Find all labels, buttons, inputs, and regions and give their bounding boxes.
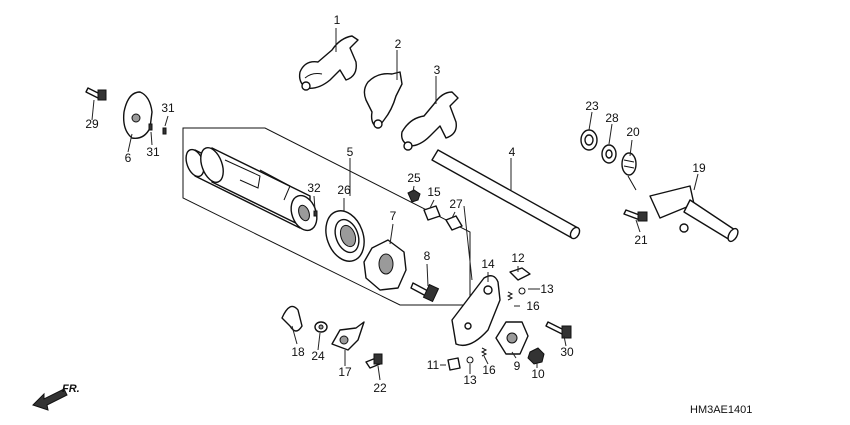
spring-16a <box>506 291 514 301</box>
callout-7: 7 <box>390 209 397 223</box>
pin-31b <box>148 123 153 131</box>
callout-19: 19 <box>692 161 706 175</box>
callout-27: 27 <box>449 197 463 211</box>
leader-lines <box>91 28 699 381</box>
callout-22: 22 <box>373 381 387 395</box>
oil-seal-23 <box>580 129 598 151</box>
spring-16b <box>480 347 488 357</box>
shift-fork-1 <box>298 35 359 91</box>
callout-20: 20 <box>626 125 640 139</box>
callout-16b: 16 <box>482 363 496 377</box>
bolt-8 <box>410 282 440 303</box>
washer-28 <box>601 144 617 164</box>
bolt-21 <box>623 209 648 222</box>
shift-fork-3 <box>400 91 459 151</box>
callout-9: 9 <box>514 359 521 373</box>
spring-20 <box>621 152 637 191</box>
drum-center-7 <box>363 239 407 291</box>
callout-labels: 1 2 3 4 5 6 7 8 9 10 11 12 13 13 14 15 1… <box>85 13 706 395</box>
clip-13a <box>518 287 526 295</box>
callout-23: 23 <box>585 99 599 113</box>
arm-17 <box>331 321 365 351</box>
washer-11 <box>447 357 461 371</box>
callout-28: 28 <box>605 111 619 125</box>
callout-18: 18 <box>291 345 305 359</box>
callout-6: 6 <box>125 151 132 165</box>
fork-shaft-4 <box>431 149 581 240</box>
callout-31b: 31 <box>146 145 160 159</box>
dowel-27 <box>445 215 463 231</box>
shift-plate-6 <box>122 91 153 139</box>
callout-17: 17 <box>338 365 352 379</box>
bolt-29 <box>85 87 107 101</box>
callout-30: 30 <box>560 345 574 359</box>
callout-11: 11 <box>427 358 440 372</box>
callout-26: 26 <box>337 183 351 197</box>
callout-31a: 31 <box>161 101 175 115</box>
bolt-22 <box>365 353 383 369</box>
shift-fork-2 <box>363 71 403 129</box>
callout-5: 5 <box>347 145 354 159</box>
shift-spindle-19 <box>649 185 739 243</box>
callout-29: 29 <box>85 117 99 131</box>
callout-25: 25 <box>407 171 421 185</box>
bolt-30 <box>545 321 572 339</box>
diagram-code: HM3AE1401 <box>690 404 752 416</box>
callout-4: 4 <box>509 145 516 159</box>
callout-32: 32 <box>307 181 321 195</box>
pin-32 <box>313 210 318 217</box>
callout-24: 24 <box>311 349 325 363</box>
callout-2: 2 <box>395 37 402 51</box>
callout-1: 1 <box>334 13 341 27</box>
nut-25 <box>407 189 421 203</box>
callout-21: 21 <box>634 233 648 247</box>
callout-13b: 13 <box>463 373 477 387</box>
bearing-26 <box>325 210 365 262</box>
front-arrow-icon <box>32 388 68 411</box>
pin-31a <box>162 127 167 135</box>
stopper-arm-9 <box>495 321 529 355</box>
callout-8: 8 <box>424 249 431 263</box>
collar-12 <box>509 267 531 281</box>
washer-24 <box>314 321 328 333</box>
clip-13b <box>466 356 474 364</box>
callout-14: 14 <box>481 257 495 271</box>
front-label: FR. <box>62 383 80 395</box>
callout-3: 3 <box>434 63 441 77</box>
callout-15: 15 <box>427 185 441 199</box>
dowel-15 <box>423 205 441 221</box>
callout-13a: 13 <box>540 282 554 296</box>
callout-10: 10 <box>531 367 545 381</box>
shift-drum-5 <box>185 147 318 232</box>
stopper-plate-14 <box>451 275 501 347</box>
callout-12: 12 <box>511 251 525 265</box>
callout-16a: 16 <box>526 299 540 313</box>
front-direction-indicator: FR. <box>32 383 80 411</box>
nut-10 <box>527 347 545 365</box>
